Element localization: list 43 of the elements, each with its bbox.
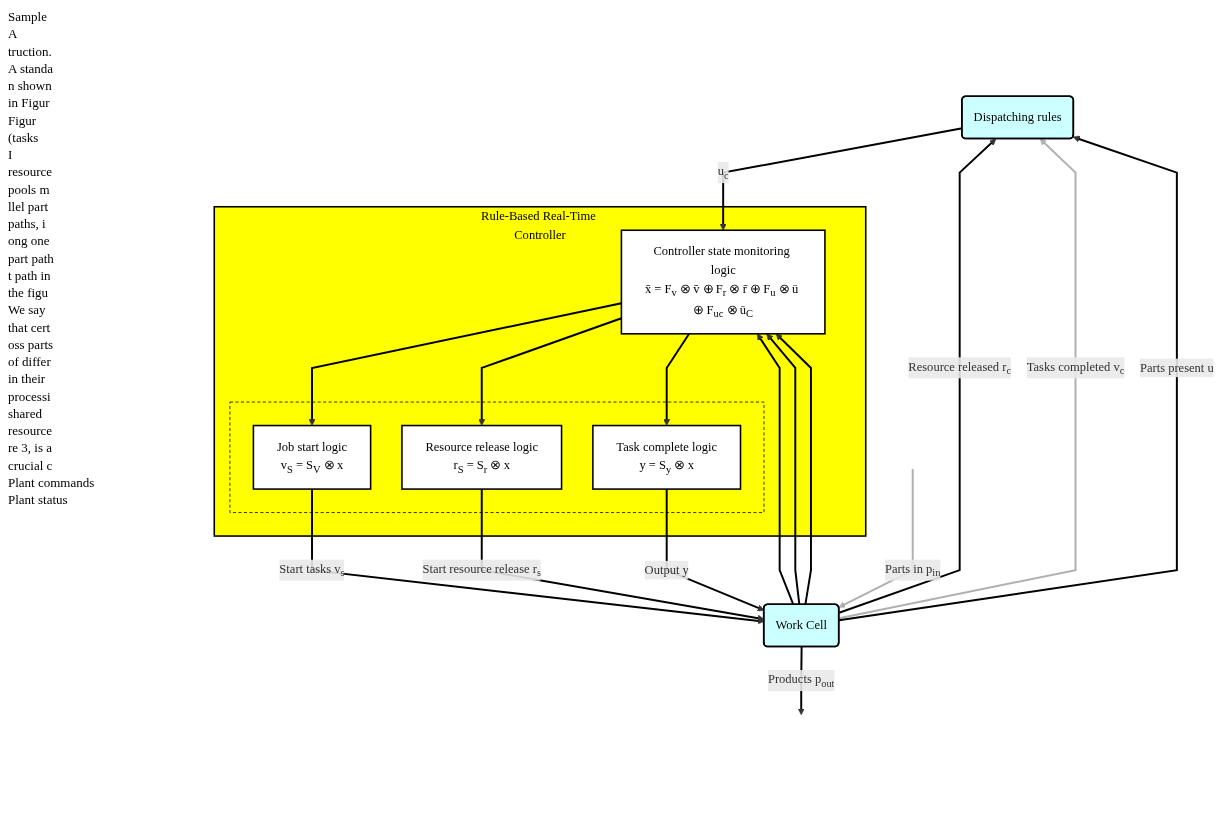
process-box: Task complete logic y = S$_{y}$ ⊗ x [592,424,742,490]
note-text: Plant commands [8,474,96,491]
note-text: (tasks [8,129,40,146]
note-text: of differ [8,354,52,371]
note-text: truction. [8,43,53,60]
note-text: paths, i [8,216,47,233]
arrow [766,333,801,606]
note-text: processi [8,388,52,405]
note-text: llel part [8,198,50,215]
note-text: We say [8,302,47,319]
arrow [663,332,691,426]
note-text: in their [8,371,47,388]
note-text: t path in [8,267,52,284]
note-text: in Figur [8,95,51,112]
note-text: resource [8,423,54,440]
note-text: part path [8,250,55,267]
note-text: pools m [8,181,51,198]
note-text: Sample [8,9,48,26]
arrow [838,135,1178,621]
note-text: the figu [8,285,50,302]
note-text: Plant status [8,492,69,509]
process-box: Work Cell [762,603,840,648]
note-text: that cert [8,319,52,336]
block-diagram: Rule-Based Real-Time Controller Resource released r$_{c}$ Tasks completed v$_{c}$ Parts present u u$_{c}$ Start tasks v$_{s}$ Start resource release r$_{s}$ Output y Parts in p$_{in}$ Products p$_{out}$ Dispatching rules Controller state monitoring logic x̄ = F$_{v}$ ⊗ v̄ ⊕ F$_{r}$ ⊗ r̄ ⊕ F$_{u}$ ⊗ ū ⊕ F$_{uc}$ ⊗ ū$_{C}$ Job start logic v$_{S}$ = S$_{V}$ ⊗ x Resource release logic r$_{S}$ = S$_{r}$ ⊗ x Task complete logic y = S$_{y}$ ⊗ x Work Cell [208,89,1220,745]
process-box: Job start logic v$_{S}$ = S$_{V}$ ⊗ x [252,424,372,490]
note-text: re 3, is a [8,440,54,457]
note-text: n shown [8,78,53,95]
note-text: A standa [8,60,55,77]
process-box: Dispatching rules [961,95,1075,140]
process-box: Controller state monitoring logic x̄ = F$_{v}$ ⊗ v̄ ⊕ F$_{r}$ ⊗ r̄ ⊕ F$_{u}$ ⊗ ū ⊕ F$_{uc}$ ⊗ ū$_{C}$ [620,229,826,335]
note-text: ong one [8,233,51,250]
arrow [838,138,1077,619]
note-text: Figur [8,112,38,129]
note-text: resource [8,164,54,181]
note-text: crucial c [8,457,54,474]
process-box: Resource release logic r$_{S}$ = S$_{r}$ ⊗ x [401,424,563,490]
note-text: I [8,147,14,164]
note-text: A [8,26,19,43]
arrow [838,138,997,614]
arrow [756,333,795,606]
note-text: shared [8,405,43,422]
note-text: oss parts [8,336,55,353]
arrow [775,333,812,606]
